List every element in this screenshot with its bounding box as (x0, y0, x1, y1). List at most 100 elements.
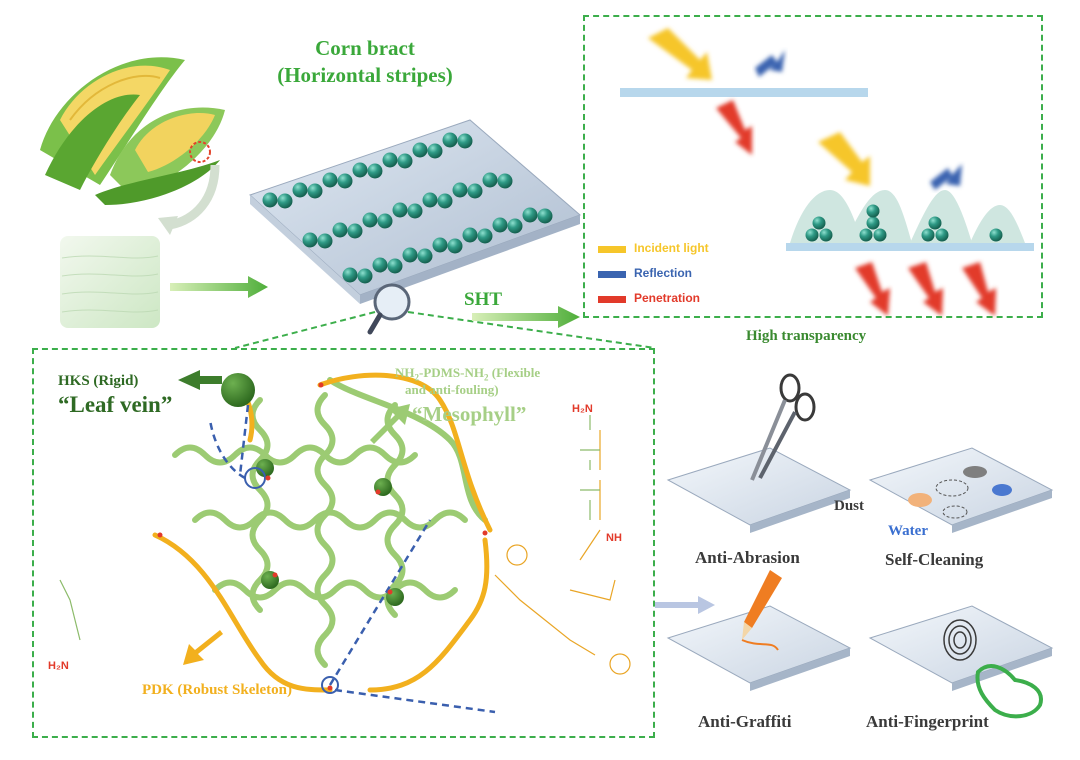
pencil-icon (741, 570, 782, 651)
hks-label: HKS (Rigid) (58, 373, 139, 389)
h2n-top-label: H₂N (572, 403, 593, 415)
molecular-network (152, 370, 496, 714)
property-anti-graffiti: Anti-Graffiti (698, 712, 792, 731)
sphere-particle (442, 132, 458, 148)
sphere-particle (342, 267, 358, 283)
legend-swatch-incident (598, 246, 626, 253)
pdms-mid: -PDMS-NH (419, 365, 484, 380)
sphere-particle (402, 247, 418, 263)
fingerprint-icon (943, 619, 977, 661)
legend-swatch-reflection (598, 271, 626, 278)
sphere-particle (347, 223, 363, 239)
sphere-particle (537, 208, 553, 224)
sphere-particle (989, 228, 1003, 242)
scissors-icon (750, 373, 816, 481)
page-title: Corn bract (Horizontal stripes) (255, 35, 475, 89)
leaf-vein-label: “Leaf vein” (58, 392, 173, 417)
sht-label: SHT (464, 289, 503, 310)
sphere-particle (377, 213, 393, 229)
water-label: Water (888, 523, 928, 539)
sphere-particle (417, 248, 433, 264)
legend-swatch-penetration (598, 296, 626, 303)
sphere-particle (447, 238, 463, 254)
sphere-particle (457, 133, 473, 149)
h2n-bottom-label: H₂N (48, 660, 69, 672)
sphere-particle (337, 173, 353, 189)
sphere-particle (928, 216, 942, 230)
sphere-particle (392, 202, 408, 218)
sphere-particle (497, 173, 513, 189)
bract-texture-image (60, 236, 160, 328)
sphere-particle (262, 192, 278, 208)
transparency-caption: High transparency (746, 328, 867, 344)
sphere-particle (412, 142, 428, 158)
sample-slides (666, 447, 1054, 691)
sphere-particle (292, 182, 308, 198)
sphere-particle (422, 192, 438, 208)
sphere-particle (317, 233, 333, 249)
pdk-label: PDK (Robust Skeleton) (142, 682, 293, 698)
sphere-particle (866, 216, 880, 230)
sphere-particle (819, 228, 833, 242)
sphere-particle (352, 162, 368, 178)
sphere-particle (302, 232, 318, 248)
magnifier-icon (367, 283, 411, 335)
sphere-particle (357, 268, 373, 284)
sphere-particle (452, 182, 468, 198)
sphere-particle (372, 257, 388, 273)
pdms-label: NH2-PDMS-NH2 (Flexible (395, 365, 541, 383)
water-droplets-icon (908, 466, 1012, 519)
sphere-particle (873, 228, 887, 242)
sphere-particle (362, 212, 378, 228)
sphere-particle (277, 193, 293, 209)
sphere-particle (462, 227, 478, 243)
mesophyll-label: “Mesophyll” (412, 402, 527, 426)
transparency-panel (583, 15, 1043, 318)
legend-label-incident: Incident light (634, 241, 709, 255)
sphere-particle (522, 207, 538, 223)
legend-label-penetration: Penetration (634, 291, 701, 305)
arrow-to-samples-icon (655, 596, 715, 614)
property-anti-fingerprint: Anti-Fingerprint (866, 712, 989, 731)
hand-icon (975, 664, 1043, 719)
sht-arrow-icon (472, 306, 580, 328)
sphere-particle (427, 143, 443, 159)
title-line-2: (Horizontal stripes) (277, 63, 453, 87)
sphere-particle (866, 204, 880, 218)
sphere-particle (367, 163, 383, 179)
sphere-particle (805, 228, 819, 242)
sphere-particle (437, 193, 453, 209)
sphere-particle (382, 152, 398, 168)
sphere-particle (477, 228, 493, 244)
glass-slab-spheres (249, 119, 581, 304)
sphere-particle (322, 172, 338, 188)
pdms-label-line2: and anti-fouling) (405, 382, 499, 397)
sphere-particle (332, 222, 348, 238)
sphere-particle (387, 258, 403, 274)
sphere-particle (812, 216, 826, 230)
transparency-graphics (598, 28, 1034, 316)
dust-label: Dust (834, 498, 865, 514)
corn-icon (40, 57, 225, 235)
molecular-panel (32, 348, 655, 738)
sphere-particle (432, 237, 448, 253)
chemical-structure-green (59, 415, 600, 641)
sphere-particle (307, 183, 323, 199)
nh-label: NH (606, 532, 622, 544)
sphere-particle (482, 172, 498, 188)
sphere-particle (507, 218, 523, 234)
sphere-particle (492, 217, 508, 233)
arrow-right-icon (170, 276, 268, 298)
pdms-suffix: (Flexible (488, 365, 541, 380)
sphere-particle (921, 228, 935, 242)
legend-label-reflection: Reflection (634, 266, 693, 280)
pdms-prefix: NH (395, 365, 415, 380)
title-line-1: Corn bract (315, 36, 415, 60)
property-self-cleaning: Self-Cleaning (885, 550, 984, 569)
property-anti-abrasion: Anti-Abrasion (695, 548, 800, 567)
sphere-particle (467, 183, 483, 199)
chemical-structure-right (494, 430, 631, 675)
sphere-particle (935, 228, 949, 242)
sphere-particle (859, 228, 873, 242)
